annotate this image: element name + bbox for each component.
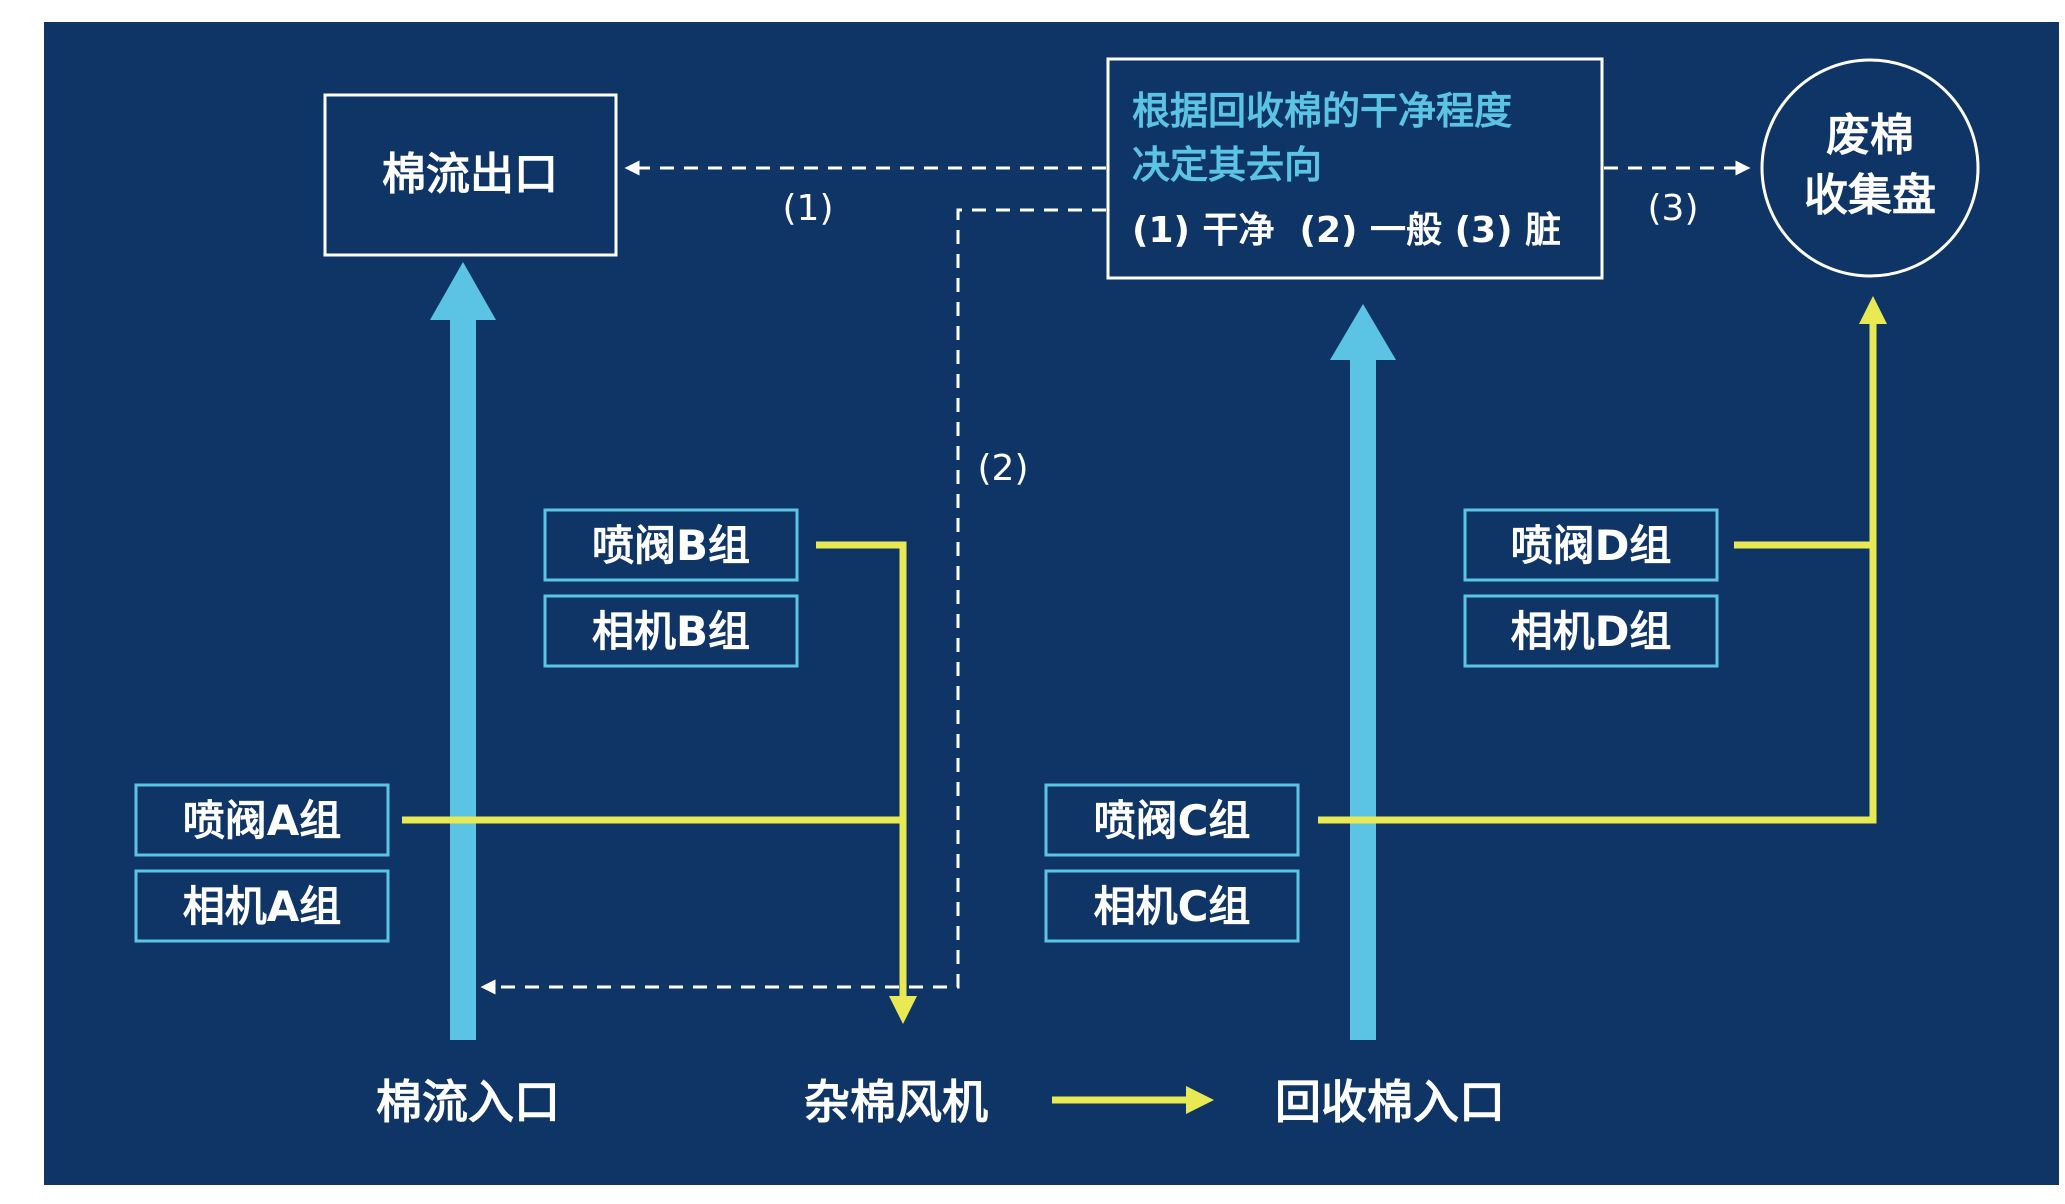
camera-b-label: 相机B组	[592, 607, 750, 656]
decision-options: (1) 干净 (2) 一般 (3) 脏	[1132, 210, 1561, 251]
camera-d-label: 相机D组	[1511, 607, 1672, 656]
waste-collection-label-line2: 收集盘	[1804, 170, 1936, 221]
cotton-main-flow-arrow	[430, 262, 496, 1040]
valve-c-box	[1044, 783, 1300, 857]
valve-a-b-to-fan-line	[402, 541, 917, 1024]
valve-d-label: 喷阀D组	[1511, 521, 1672, 570]
valve-c-label: 喷阀C组	[1094, 796, 1251, 845]
waste-collection-circle	[1760, 58, 1980, 278]
route1-label: (1)	[783, 188, 834, 229]
decision-text-line1: 根据回收棉的干净程度	[1132, 89, 1512, 133]
cotton-outlet-box	[323, 93, 618, 257]
valve-c-d-to-waste-line	[1318, 296, 1887, 824]
camera-d-box	[1463, 594, 1719, 668]
valve-a-label: 喷阀A组	[183, 796, 342, 845]
dashed-routes	[480, 160, 1751, 995]
camera-c-label: 相机C组	[1094, 882, 1251, 931]
camera-b-box	[543, 594, 799, 668]
camera-a-box	[134, 869, 390, 943]
cotton-inlet-label: 棉流入口	[376, 1075, 560, 1129]
valve-b-box	[543, 508, 799, 582]
recycle-inlet-label: 回收棉入口	[1275, 1075, 1505, 1129]
waste-collection-label-line1: 废棉	[1826, 110, 1914, 161]
camera-c-box	[1044, 869, 1300, 943]
route2-dashed-arrow	[480, 208, 1106, 995]
valve-b-label: 喷阀B组	[592, 521, 750, 570]
route2-label: (2)	[978, 448, 1029, 489]
diagram-background	[44, 22, 2059, 1185]
decision-box	[1106, 57, 1604, 280]
valve-d-box	[1463, 508, 1719, 582]
decision-text-line2: 决定其去向	[1132, 143, 1322, 187]
waste-fan-label: 杂棉风机	[804, 1075, 988, 1129]
camera-a-label: 相机A组	[183, 882, 342, 931]
cotton-outlet-label: 棉流出口	[382, 149, 558, 200]
recycle-flow-arrow	[1330, 304, 1396, 1040]
route3-label: (3)	[1648, 188, 1699, 229]
valve-a-box	[134, 783, 390, 857]
